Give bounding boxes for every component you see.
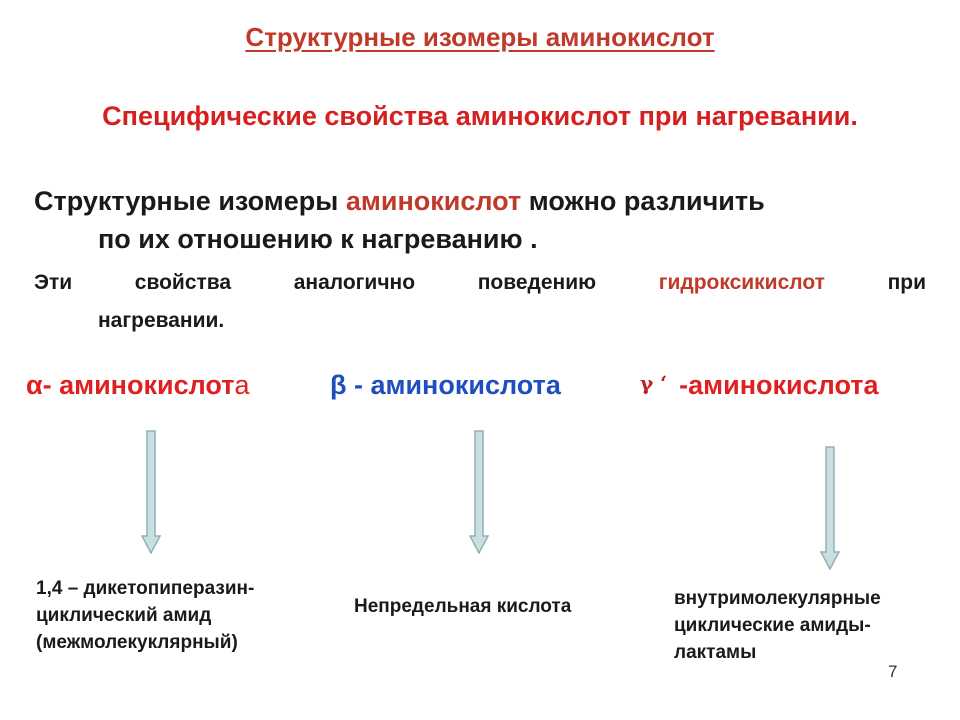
page-number: 7 bbox=[888, 662, 898, 681]
analogy-line-2: нагревании. bbox=[98, 309, 225, 332]
beta-result: Непредельная кислота bbox=[354, 596, 572, 617]
alpha-amino-acid-label: α- аминокислота bbox=[26, 370, 250, 400]
intro-paragraph: Структурные изомеры аминокислот можно ра… bbox=[34, 182, 924, 258]
analogy-paragraph: Эти свойства аналогично поведению гидрок… bbox=[34, 264, 926, 340]
intro-highlight: аминокислот bbox=[345, 186, 522, 216]
alpha-down-arrow-icon bbox=[141, 430, 161, 554]
beta-amino-acid-label: β - аминокислота bbox=[330, 370, 561, 400]
gamma-symbol: γ ‘ bbox=[640, 371, 668, 395]
analogy-line-1: Эти свойства аналогично поведению гидрок… bbox=[34, 264, 926, 302]
analogy-highlight: гидроксикислот bbox=[658, 271, 825, 294]
gamma-result: внутримолекулярные циклические амиды- ла… bbox=[674, 588, 881, 663]
slide-subtitle: Специфические свойства аминокислот при н… bbox=[102, 101, 858, 131]
intro-line-1: Структурные изомеры аминокислот можно ра… bbox=[34, 186, 765, 216]
gamma-down-arrow-icon bbox=[820, 446, 840, 570]
intro-line-2: по их отношению к нагреванию . bbox=[98, 224, 538, 254]
alpha-result: 1,4 – дикетопиперазин- циклический амид … bbox=[36, 578, 255, 653]
slide-title: Структурные изомеры аминокислот bbox=[245, 22, 715, 52]
gamma-amino-acid-label: γ ‘-аминокислота bbox=[640, 370, 879, 400]
beta-down-arrow-icon bbox=[469, 430, 489, 554]
